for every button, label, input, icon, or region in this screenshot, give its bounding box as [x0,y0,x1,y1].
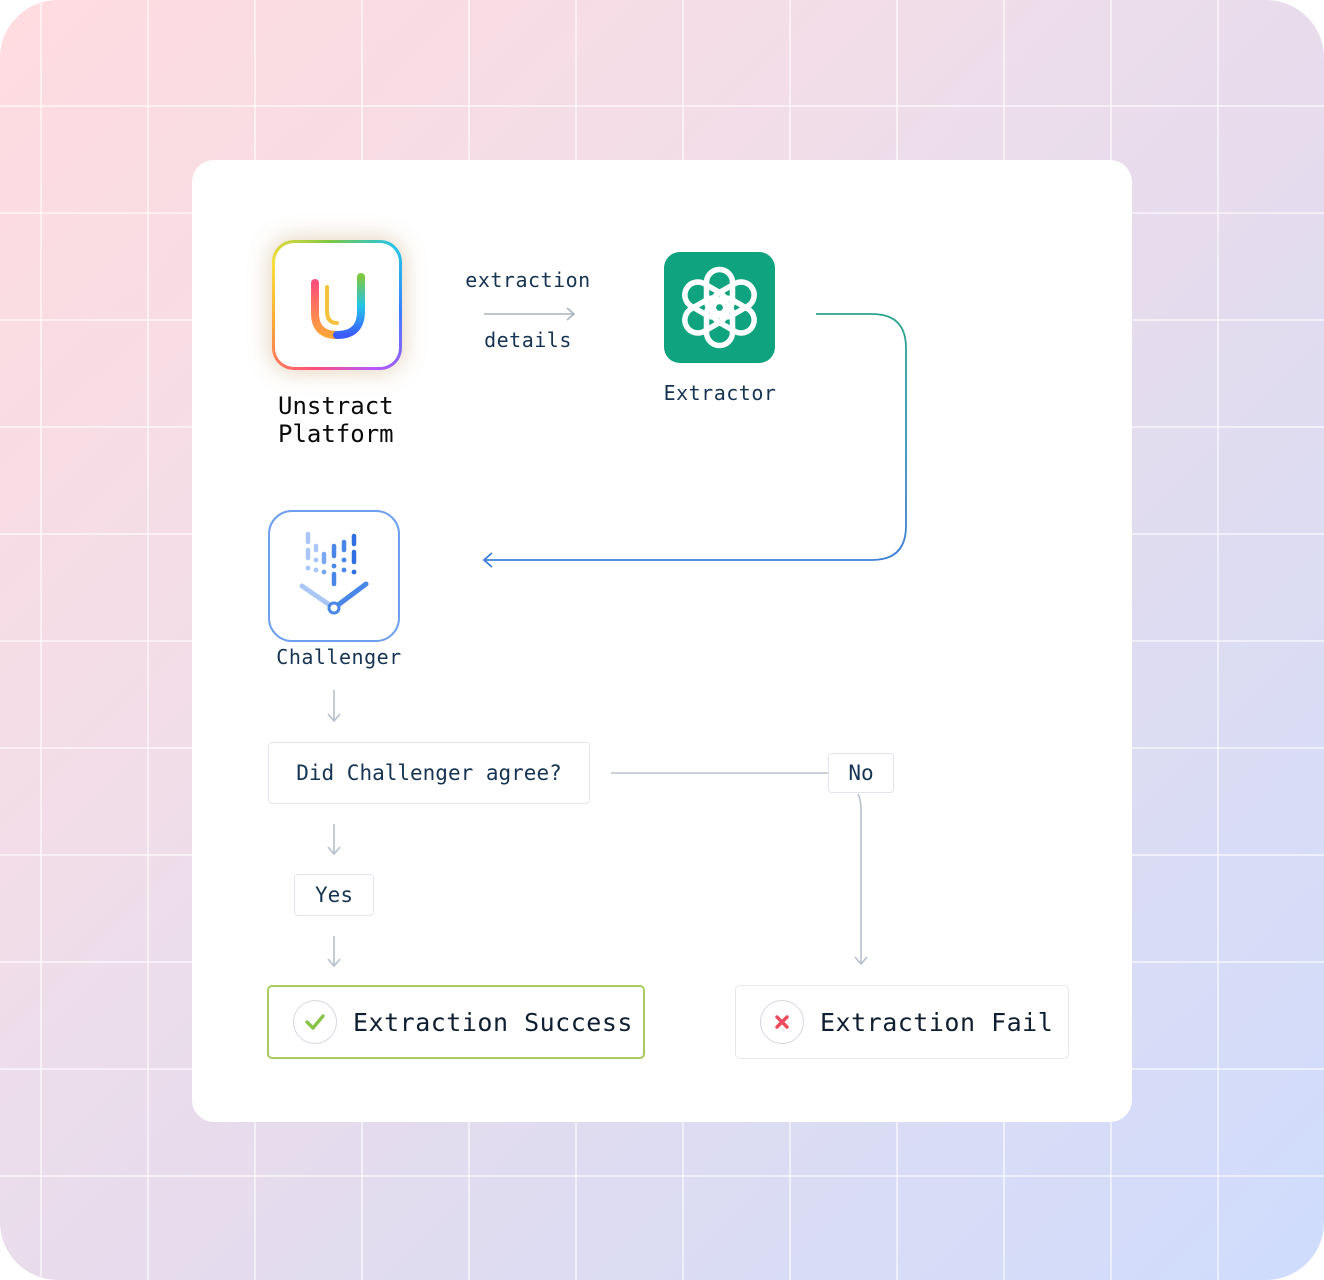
extractor-label: Extractor [663,381,777,405]
challenger-logo-icon [268,510,400,642]
no-label: No [848,761,874,785]
extraction-fail-label: Extraction Fail [820,1007,1054,1037]
no-branch-label: No [828,753,894,793]
arrow-decision-to-yes [327,824,341,856]
edge-label-details: details [484,328,572,352]
arrow-challenger-to-decision [327,690,341,723]
unstract-logo-icon [272,240,402,370]
cross-icon [760,1000,804,1044]
arrow-yes-to-success [327,936,341,968]
unstract-platform-label: Unstract Platform [278,392,394,448]
decision-label: Did Challenger agree? [296,761,562,785]
arrow-no-to-fail [854,793,868,966]
decision-box: Did Challenger agree? [268,742,590,804]
yes-label: Yes [315,883,353,907]
arrow-extractor-to-challenger [482,313,907,568]
edge-label-extraction: extraction [465,268,591,292]
extraction-fail-box: Extraction Fail [735,985,1069,1059]
check-icon [293,1000,337,1044]
extraction-success-box: Extraction Success [267,985,645,1059]
arrow-unstract-to-extractor [484,307,576,321]
openai-logo-icon [664,252,775,363]
challenger-label: Challenger [276,645,402,669]
yes-branch-label: Yes [294,874,374,916]
extraction-success-label: Extraction Success [353,1007,633,1037]
